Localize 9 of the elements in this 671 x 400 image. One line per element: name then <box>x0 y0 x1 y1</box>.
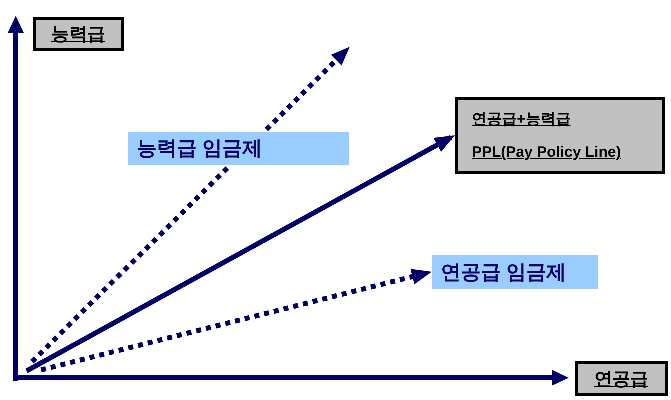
dotted-arrow <box>40 269 432 373</box>
line-label: 연공급 임금제 <box>432 255 598 289</box>
policy-box <box>455 97 665 174</box>
axis-label: 연공급 <box>575 361 668 396</box>
subheading-text: PPL(Pay Policy Line) <box>472 144 622 162</box>
line-label: 능력급 임금제 <box>128 132 349 165</box>
arrow <box>26 135 455 374</box>
heading-text: 연공급+능력급 <box>472 110 571 129</box>
axis-label: 능력급 <box>33 17 124 51</box>
